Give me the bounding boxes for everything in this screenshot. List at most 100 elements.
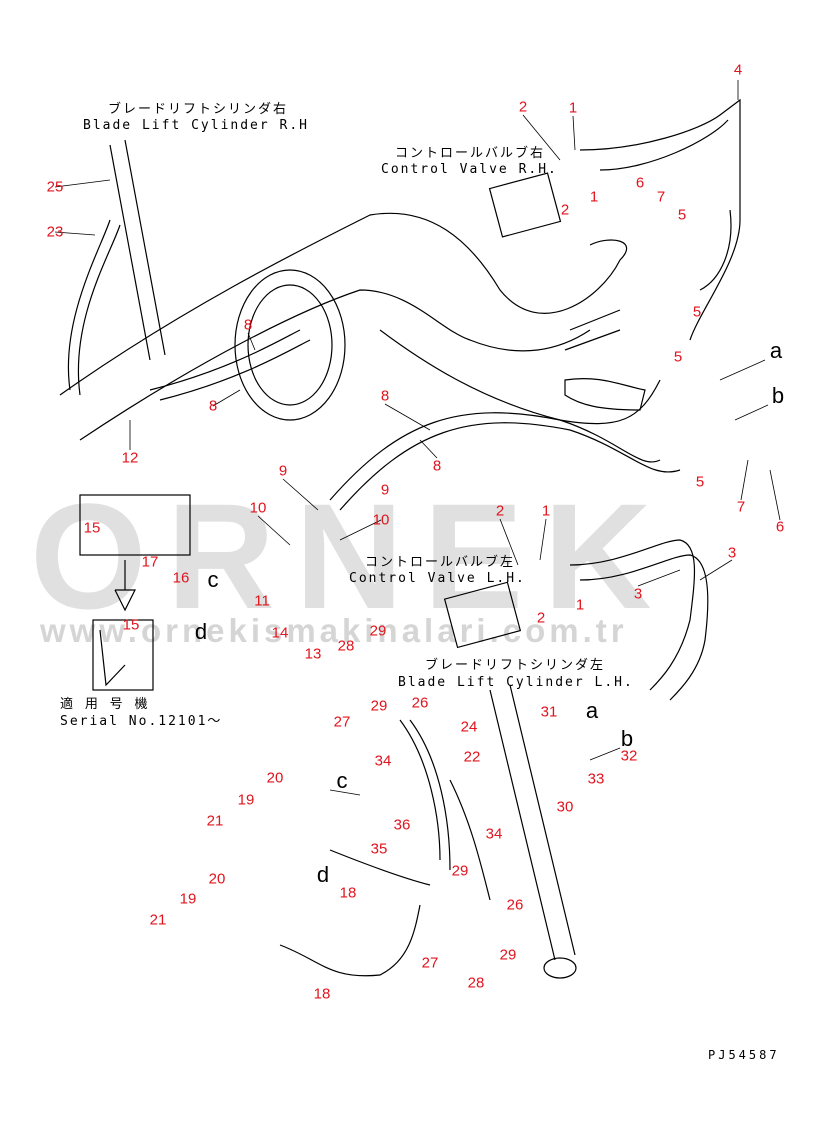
hose-18-lower [279, 904, 421, 977]
inset-box-15-serial [92, 619, 154, 691]
lh-valve-label-jp: コントロールバルブ左 [365, 555, 516, 570]
frame-outline [59, 212, 628, 396]
tube-8 [149, 329, 311, 401]
inset-box-15 [79, 494, 191, 556]
cylinder-rh-hoses [67, 219, 121, 396]
connection-letter-d: d [194, 619, 208, 644]
frame-lower [379, 329, 661, 425]
part-callout-9: 9 [380, 481, 390, 499]
document-id: PJ54587 [708, 1048, 780, 1062]
part-callout-2: 2 [495, 502, 505, 520]
connection-letter-a: a [769, 338, 783, 363]
part-callout-22: 22 [463, 748, 481, 766]
part-callout-8: 8 [208, 397, 218, 415]
cylinder-rh [109, 139, 166, 361]
part-callout-34: 34 [485, 825, 503, 843]
hose-rh [579, 98, 741, 341]
part-callout-33: 33 [587, 770, 605, 788]
part-callout-34: 34 [374, 752, 392, 770]
control-valve-rh [488, 172, 562, 238]
part-callout-10: 10 [249, 499, 267, 517]
part-callout-5: 5 [673, 348, 683, 366]
part-callout-16: 16 [172, 569, 190, 587]
hose-22 [399, 719, 451, 871]
part-callout-15: 15 [83, 519, 101, 537]
part-callout-26: 26 [411, 694, 429, 712]
lh-valve-label-en: Control Valve L.H. [349, 571, 526, 586]
rh-valve-label-en: Control Valve R.H. [381, 162, 558, 177]
part-callout-25: 25 [46, 178, 64, 196]
part-callout-1: 1 [568, 99, 578, 117]
part-callout-1: 1 [575, 596, 585, 614]
part-callout-8: 8 [380, 387, 390, 405]
connection-letter-c: c [336, 768, 348, 793]
serial-label-jp: 適 用 号 機 [60, 697, 150, 712]
hose-18-upper [329, 849, 431, 886]
part-callout-2: 2 [560, 201, 570, 219]
part-callout-1: 1 [589, 188, 599, 206]
part-callout-26: 26 [506, 896, 524, 914]
connection-letter-a: a [585, 698, 599, 723]
part-callout-27: 27 [421, 954, 439, 972]
part-callout-30: 30 [556, 798, 574, 816]
part-callout-7: 7 [656, 188, 666, 206]
part-callout-27: 27 [333, 713, 351, 731]
part-callout-19: 19 [179, 890, 197, 908]
cylinder-lh-eye [543, 957, 577, 979]
connection-letter-b: b [620, 726, 634, 751]
part-callout-8: 8 [432, 457, 442, 475]
part-callout-29: 29 [370, 697, 388, 715]
hose-rh-2 [599, 119, 729, 171]
part-callout-14: 14 [271, 624, 289, 642]
rh-cylinder-label-jp: ブレードリフトシリンダ右 [108, 102, 289, 117]
part-callout-20: 20 [266, 769, 284, 787]
hose-lh [569, 539, 695, 691]
part-callout-3: 3 [633, 585, 643, 603]
lh-cylinder-label-en: Blade Lift Cylinder L.H. [398, 675, 634, 690]
part-callout-6: 6 [635, 174, 645, 192]
part-callout-32: 32 [620, 747, 638, 765]
part-callout-2: 2 [536, 609, 546, 627]
frame-outline-2 [79, 289, 591, 441]
watermark-url: www.ornekismakinalari.com.tr [40, 612, 628, 649]
part-callout-9: 9 [278, 462, 288, 480]
connection-letter-c: c [207, 567, 219, 592]
tank-flange-inner [247, 284, 333, 406]
part-callout-29: 29 [499, 946, 517, 964]
part-callout-18: 18 [339, 884, 357, 902]
part-callout-12: 12 [121, 449, 139, 467]
part-callout-29: 29 [451, 862, 469, 880]
bracket [564, 378, 646, 411]
serial-label-en: Serial No.12101～ [60, 714, 223, 729]
part-callout-10: 10 [372, 511, 390, 529]
rh-cylinder-label-en: Blade Lift Cylinder R.H [83, 118, 310, 133]
part-callout-2: 2 [518, 98, 528, 116]
cylinder-lh [489, 684, 576, 961]
part-callout-29: 29 [369, 622, 387, 640]
part-callout-35: 35 [370, 840, 388, 858]
connection-letter-d: d [316, 862, 330, 887]
hose-rh-ends [564, 309, 621, 351]
part-callout-3: 3 [727, 544, 737, 562]
part-callout-28: 28 [337, 637, 355, 655]
connection-letter-b: b [771, 383, 785, 408]
part-callout-13: 13 [304, 645, 322, 663]
tube-lh [449, 779, 491, 901]
part-callout-19: 19 [237, 791, 255, 809]
part-callout-36: 36 [393, 816, 411, 834]
watermark-logo: ORNEK [30, 472, 672, 640]
hose-rh-3 [699, 209, 732, 291]
part-callout-28: 28 [467, 974, 485, 992]
part-callout-31: 31 [540, 703, 558, 721]
part-callout-6: 6 [775, 518, 785, 536]
bracket-15 [99, 629, 126, 687]
part-callout-4: 4 [733, 61, 743, 79]
part-callout-24: 24 [460, 718, 478, 736]
leader-lines [54, 80, 781, 796]
rh-valve-label-jp: コントロールバルブ右 [395, 146, 546, 161]
lh-cylinder-label-jp: ブレードリフトシリンダ左 [425, 658, 606, 673]
part-callout-23: 23 [46, 223, 64, 241]
part-callout-11: 11 [254, 592, 270, 610]
